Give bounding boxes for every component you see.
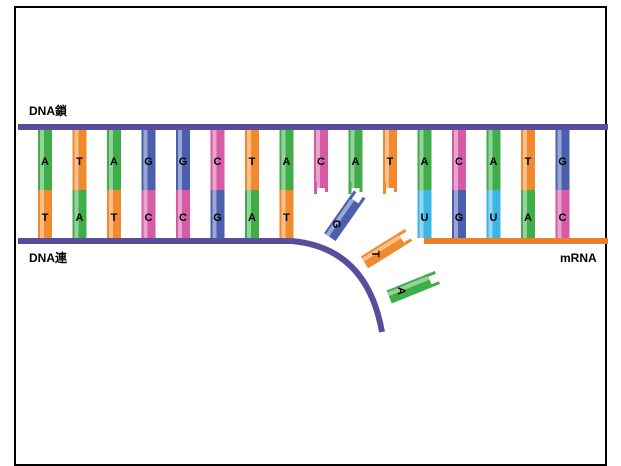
top-base-letter: A [110, 156, 118, 168]
top-base-2: A [107, 130, 121, 190]
bottom-base-3: C [141, 190, 156, 238]
bottom-base-11: U [417, 190, 432, 238]
top-base-letter: G [558, 156, 567, 168]
top-base-14: T [521, 130, 535, 190]
top-base-15: G [555, 130, 570, 190]
top-base-letter: C [214, 156, 222, 168]
top-base-letter: G [144, 156, 153, 168]
bottom-base-letter: T [42, 212, 49, 224]
top-base-12: C [452, 130, 466, 190]
bottom-base-letter: C [145, 212, 153, 224]
top-base-letter: A [352, 156, 360, 168]
released-base-2: A [386, 271, 441, 304]
bottom-base-letter: T [111, 212, 118, 224]
bottom-base-letter: U [421, 212, 429, 224]
bottom-base-6: A [245, 190, 259, 238]
released-base-letter: A [395, 287, 407, 295]
top-base-letter: T [76, 156, 83, 168]
top-base-5: C [210, 130, 225, 190]
top-base-4: G [176, 130, 190, 190]
transcription-diagram: DNA鎖 DNA連 mRNA A T A G G C T A C A T A C A T G T A T C C G A T… [18, 103, 608, 333]
bottom-base-13: U [486, 190, 501, 238]
bottom-base-letter: G [213, 212, 222, 224]
bottom-base-letter: T [283, 212, 290, 224]
bottom-base-15: C [555, 190, 570, 238]
top-base-letter: T [525, 156, 532, 168]
top-base-letter: A [41, 156, 49, 168]
bottom-base-letter: A [248, 212, 256, 224]
bottom-base-letter: A [76, 212, 84, 224]
released-base-letter: T [369, 251, 381, 258]
bottom-base-letter: C [179, 212, 187, 224]
dna-top-label: DNA鎖 [29, 103, 68, 118]
bottom-backbone [18, 238, 385, 333]
top-base-letter: G [179, 156, 188, 168]
top-base-letter: A [283, 156, 291, 168]
released-base-0: G [324, 190, 366, 242]
bottom-base-letter: C [559, 212, 567, 224]
bottom-base-5: G [210, 190, 225, 238]
bottom-base-letter: U [490, 212, 498, 224]
diagram-frame: DNA鎖 DNA連 mRNA A T A G G C T A C A T A C A T G T A T C C G A T… [14, 6, 608, 466]
released-base-1: T [360, 228, 413, 269]
top-base-8: C [314, 130, 328, 194]
top-base-3: G [141, 130, 156, 190]
top-base-letter: C [317, 156, 325, 168]
top-base-0: A [38, 130, 52, 190]
bottom-base-1: A [72, 190, 87, 238]
released-dna-bases: G T A [324, 190, 441, 304]
top-base-11: A [417, 130, 432, 190]
mrna-label: mRNA [560, 251, 597, 265]
top-base-13: A [486, 130, 501, 190]
bottom-base-letter: G [455, 212, 464, 224]
bottom-base-2: T [107, 190, 121, 238]
top-base-letter: T [387, 156, 394, 168]
top-base-letter: C [455, 156, 463, 168]
top-base-6: T [245, 130, 259, 190]
bottom-base-7: T [279, 190, 294, 238]
bottom-base-14: A [521, 190, 535, 238]
top-base-letter: A [490, 156, 498, 168]
bottom-base-12: G [452, 190, 466, 238]
top-base-letter: A [421, 156, 429, 168]
top-base-1: T [72, 130, 87, 190]
bottom-base-4: C [176, 190, 190, 238]
top-base-7: A [279, 130, 294, 190]
top-base-9: A [348, 130, 363, 194]
top-base-letter: T [249, 156, 256, 168]
bottom-base-0: T [38, 190, 52, 238]
dna-bottom-label: DNA連 [29, 250, 68, 265]
bottom-base-letter: A [524, 212, 532, 224]
released-base-letter: G [330, 220, 342, 229]
top-base-10: T [383, 130, 397, 194]
